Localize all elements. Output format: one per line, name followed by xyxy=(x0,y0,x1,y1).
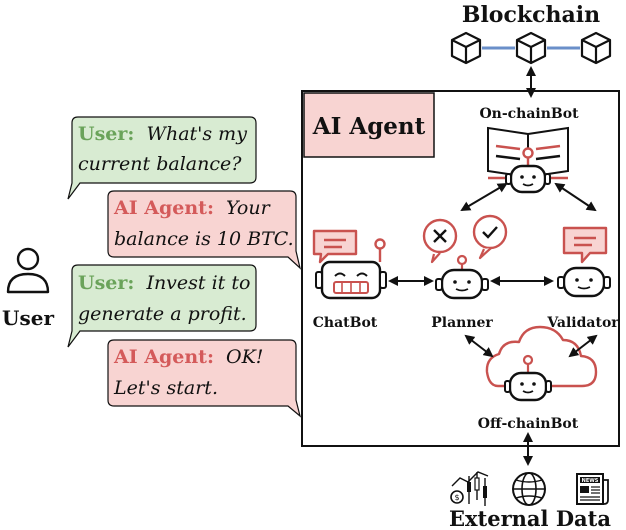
user-label: User xyxy=(2,306,54,330)
planner-label: Planner xyxy=(431,315,493,331)
chat-bubble-user-1: User: What's my current balance? xyxy=(67,116,257,200)
agent-arrows xyxy=(388,182,598,466)
blockchain-label: Blockchain xyxy=(462,2,600,28)
onchain-bot-label: On-chainBot xyxy=(479,106,579,122)
stocks-icon: $ xyxy=(450,471,489,506)
chatbot-label: ChatBot xyxy=(313,315,378,331)
offchain-bot-label: Off-chainBot xyxy=(478,416,579,432)
svg-text:NEWS: NEWS xyxy=(582,478,599,484)
offchain-bot-icon xyxy=(485,325,598,402)
chat-bubble-agent-2: AI Agent: OK! Let's start. xyxy=(107,339,302,418)
blockchain-icon xyxy=(450,31,612,65)
message-text: generate a profit. xyxy=(78,303,247,325)
chat-bubble-user-2: User: Invest it to generate a profit. xyxy=(67,264,257,348)
svg-text:$: $ xyxy=(454,493,459,502)
chatbot-icon xyxy=(312,229,387,300)
chat-bubble-agent-1: AI Agent: Your balance is 10 BTC. xyxy=(107,190,302,270)
svg-text:AI Agent: OK!: AI Agent: OK! xyxy=(113,346,263,368)
svg-text:User: What's my: User: What's my xyxy=(78,123,247,145)
message-speaker: User: xyxy=(78,123,134,145)
message-speaker: User: xyxy=(78,272,134,294)
external-data-label: External Data xyxy=(449,506,611,530)
message-text: Invest it to xyxy=(145,272,250,294)
globe-icon xyxy=(512,472,546,506)
message-speaker: AI Agent: xyxy=(113,346,214,368)
message-speaker: AI Agent: xyxy=(113,197,214,219)
onchain-bot-icon xyxy=(487,126,569,194)
validator-icon xyxy=(557,226,611,298)
agent-box xyxy=(301,90,620,447)
message-text: OK! xyxy=(226,346,263,368)
svg-text:User: Invest it to: User: Invest it to xyxy=(78,272,250,294)
news-icon: NEWS xyxy=(576,473,609,505)
validator-label: Validator xyxy=(546,315,619,331)
planner-icon xyxy=(422,214,508,300)
svg-text:AI Agent: Your: AI Agent: Your xyxy=(113,197,272,219)
message-text: balance is 10 BTC. xyxy=(114,228,294,250)
user-icon xyxy=(6,247,50,294)
message-text: Let's start. xyxy=(113,377,218,399)
agent-title-box xyxy=(303,92,435,158)
message-text: Your xyxy=(226,197,272,219)
message-text: current balance? xyxy=(78,153,242,175)
agent-title: AI Agent xyxy=(312,113,426,140)
message-text: What's my xyxy=(146,123,247,145)
